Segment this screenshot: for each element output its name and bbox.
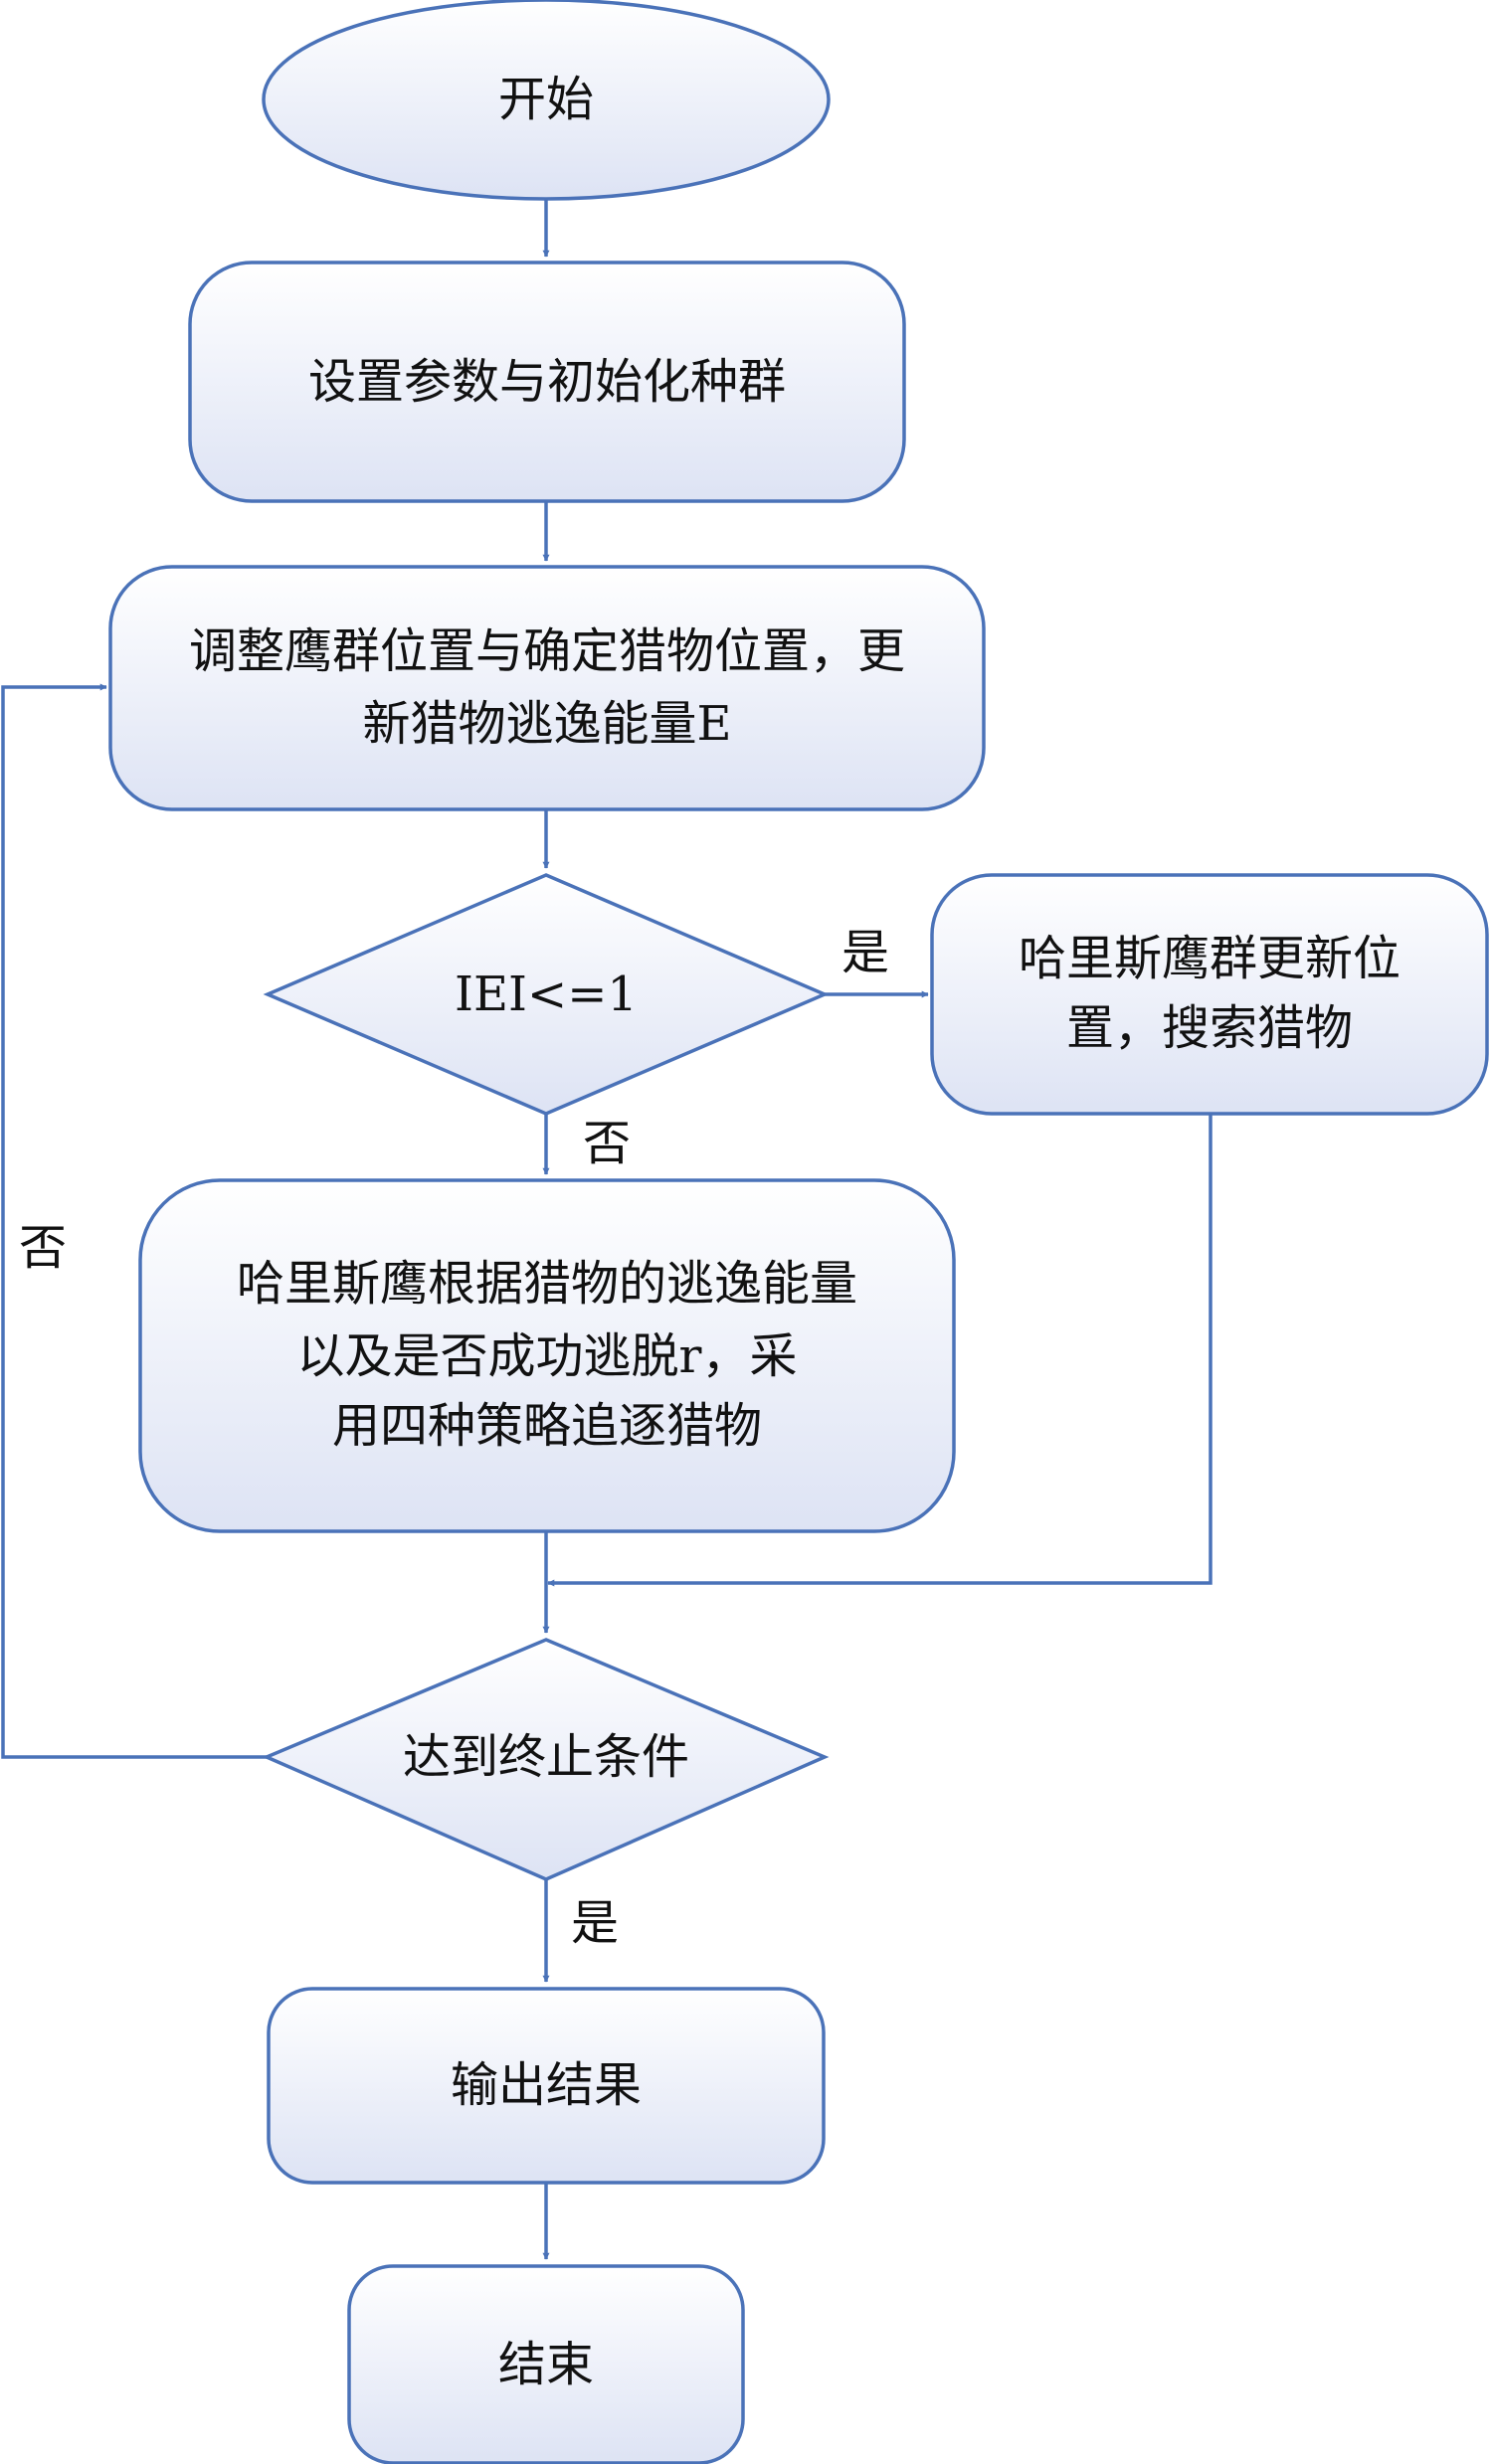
- adjust-position-label-line2: 新猎物逃逸能量E: [362, 696, 731, 752]
- stop-no-label: 否: [19, 1220, 67, 1276]
- end-label: 结束: [498, 2337, 594, 2392]
- end-node: 结束: [347, 2264, 745, 2464]
- edge-stop-no-loop: [1, 683, 267, 1759]
- adjust-position-node: 调整鹰群位置与确定猎物位置，更 新猎物逃逸能量E: [108, 565, 986, 811]
- energy-condition-node: IEI<=1: [263, 873, 830, 1116]
- energy-yes-label: 是: [841, 925, 889, 980]
- stop-condition-label: 达到终止条件: [403, 1729, 689, 1785]
- start-node: 开始: [262, 0, 831, 201]
- edge-explore-to-merge: [547, 1114, 1212, 1587]
- adjust-position-label-line1: 调整鹰群位置与确定猎物位置，更: [189, 623, 905, 679]
- init-params-node: 设置参数与初始化种群: [188, 261, 906, 503]
- init-params-label: 设置参数与初始化种群: [308, 354, 786, 410]
- energy-condition-label: IEI<=1: [455, 967, 638, 1022]
- exploitation-node: 哈里斯鹰根据猎物的逃逸能量 以及是否成功逃脱r，采 用四种策略追逐猎物: [138, 1178, 956, 1533]
- output-label: 输出结果: [451, 2057, 642, 2113]
- energy-no-label: 否: [583, 1116, 631, 1171]
- start-label: 开始: [498, 72, 594, 127]
- exploration-label-line2: 置，搜索猎物: [1066, 1000, 1353, 1056]
- stop-condition-node: 达到终止条件: [262, 1638, 830, 1881]
- exploration-label-line1: 哈里斯鹰群更新位: [1019, 931, 1400, 986]
- stop-yes-label: 是: [571, 1895, 619, 1951]
- exploitation-label-line3: 用四种策略追逐猎物: [332, 1398, 762, 1454]
- exploration-node: 哈里斯鹰群更新位 置，搜索猎物: [930, 873, 1489, 1116]
- output-node: 输出结果: [267, 1987, 826, 2185]
- exploitation-label-line2: 以及是否成功逃脱r，采: [297, 1328, 798, 1384]
- exploitation-label-line1: 哈里斯鹰根据猎物的逃逸能量: [237, 1256, 857, 1312]
